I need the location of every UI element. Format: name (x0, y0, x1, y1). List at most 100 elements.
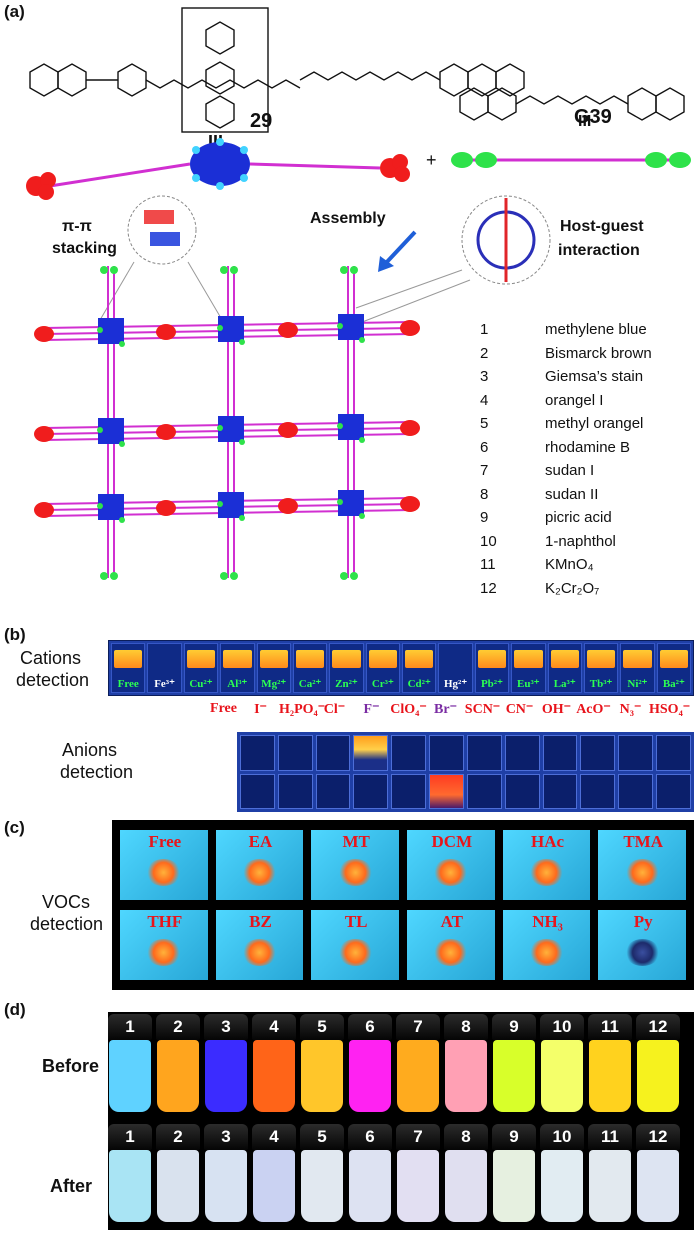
cation-well: Mg²⁺ (256, 643, 291, 693)
fluorescence-fill (114, 650, 143, 668)
voc-label: BZ (249, 912, 272, 931)
voc-label: AT (440, 912, 463, 931)
host-model (26, 138, 410, 200)
cation-label: Al³⁺ (227, 678, 248, 690)
vial-solution (541, 1150, 583, 1222)
vial-number: 7 (396, 1014, 440, 1040)
fluorescence-fill (259, 650, 288, 668)
fluorescence-fill (223, 650, 252, 668)
vial-number: 4 (252, 1014, 296, 1040)
host-label: 29 (250, 110, 273, 132)
anion-well (580, 773, 616, 809)
voc-tile: THF (120, 910, 208, 980)
fluorescence-fill (405, 650, 434, 668)
vial: 1 (108, 1014, 152, 1112)
cation-well: Ni²⁺ (620, 643, 655, 693)
vial-solution (349, 1150, 391, 1222)
vial-number: 5 (300, 1124, 344, 1150)
vial: 9 (492, 1124, 536, 1222)
vial-number: 10 (540, 1124, 584, 1150)
voc-tile: Free (120, 830, 208, 900)
host-guest-label-2: interaction (558, 242, 640, 259)
anion-label: I⁻ (254, 702, 267, 717)
vial-number: 4 (252, 1124, 296, 1150)
before-label: Before (42, 1056, 100, 1076)
cation-label: Free (117, 678, 139, 690)
powder-pile (433, 859, 469, 886)
voc-tile: NH₃ (502, 910, 591, 980)
fluorescence-fill (477, 650, 507, 668)
anion-well (353, 773, 389, 809)
anion-grid (237, 732, 694, 812)
cation-well: Ca²⁺ (292, 643, 328, 693)
anion-label: Free (210, 701, 237, 716)
anion-label: Cl⁻ (323, 702, 346, 717)
cation-well: Zn²⁺ (329, 643, 364, 693)
vial-solution (445, 1040, 487, 1112)
voc-tile: HAc (502, 830, 591, 900)
anions-label-2: detection (60, 762, 134, 782)
anion-well (429, 735, 464, 771)
assembly-label: Assembly (310, 210, 386, 227)
vial: 5 (300, 1014, 344, 1112)
fluorescence-fill (550, 650, 579, 668)
vial: 2 (156, 1014, 200, 1112)
vial-number: 6 (348, 1124, 392, 1150)
vial-number: 7 (396, 1124, 440, 1150)
anion-well (504, 735, 540, 771)
powder-pile (337, 939, 373, 966)
vial-solution (637, 1150, 679, 1222)
guest-model (451, 152, 691, 168)
vial-number: 1 (108, 1124, 152, 1150)
cation-label: Zn²⁺ (335, 678, 358, 690)
anion-well (240, 773, 275, 809)
vial-solution (637, 1040, 679, 1112)
vial-number: 10 (540, 1014, 584, 1040)
cation-well: Al³⁺ (220, 643, 255, 693)
anion-well (618, 735, 654, 771)
powder-pile (241, 939, 278, 966)
anion-label: F⁻ (363, 702, 380, 717)
cation-label: Ca²⁺ (298, 678, 322, 690)
vial-number: 1 (108, 1014, 152, 1040)
anion-well (240, 735, 275, 771)
cation-well: Fe³⁺ (147, 643, 182, 693)
anion-well (466, 773, 502, 809)
anion-well (466, 735, 502, 771)
voc-tile: BZ (215, 910, 304, 980)
guest-structure (459, 87, 685, 121)
voc-label: TL (344, 912, 368, 931)
fluorescence-fill (659, 650, 688, 668)
anion-well (542, 735, 578, 771)
fluorescence-fill (368, 650, 397, 668)
vial-solution (493, 1040, 535, 1112)
vial-number: 9 (492, 1124, 536, 1150)
cation-label: Ni²⁺ (627, 678, 648, 690)
voc-label: EA (248, 832, 273, 851)
cation-well: Cu²⁺ (183, 643, 219, 693)
anion-well (353, 735, 389, 771)
cation-well: La³⁺ (547, 643, 582, 693)
anion-well (277, 773, 313, 809)
assembly-schematic: III III (26, 7, 691, 580)
powder-pile (624, 939, 660, 966)
vial: 5 (300, 1124, 344, 1222)
pi-pi-label-1: π-π (62, 218, 92, 235)
voc-label: TMA (623, 832, 663, 851)
vial-solution (349, 1040, 391, 1112)
cation-label: Cd²⁺ (407, 678, 431, 690)
vial-solution (205, 1040, 247, 1112)
anion-label: ClO₄⁻ (390, 702, 427, 717)
anion-label: HSO₄⁻ (649, 702, 691, 717)
vial: 1 (108, 1124, 152, 1222)
voc-tile: TL (311, 910, 399, 980)
powder-pile (337, 859, 373, 886)
cation-well: Pb²⁺ (474, 643, 510, 693)
voc-tile: AT (406, 910, 495, 980)
cation-label: Cu²⁺ (189, 678, 213, 690)
cation-well: Cd²⁺ (402, 643, 437, 693)
fluorescence-fill (332, 650, 361, 668)
